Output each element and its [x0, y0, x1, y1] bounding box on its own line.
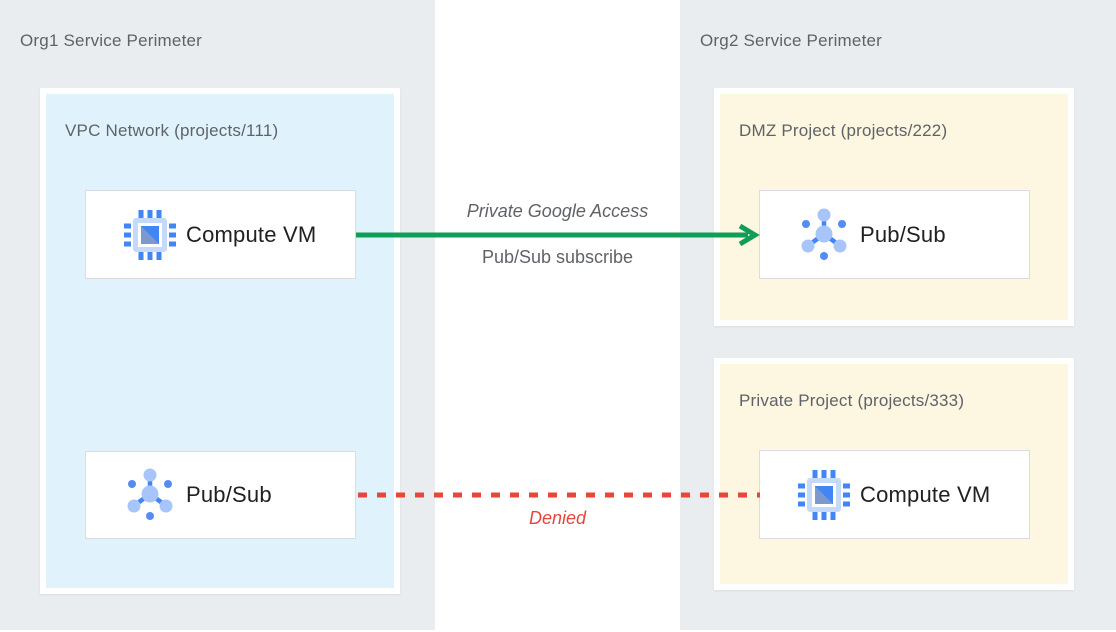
- pubsub-node-org1: Pub/Sub: [85, 451, 356, 539]
- pubsub-label: Pub/Sub: [186, 482, 272, 507]
- compute-vm-node-org2-private: Compute VM: [759, 450, 1030, 539]
- dmz-project-title: DMZ Project (projects/222): [739, 121, 948, 140]
- pubsub-icon: [801, 208, 847, 260]
- compute-vm-label: Compute VM: [186, 221, 317, 247]
- pubsub-subscribe-label: Pub/Sub subscribe: [481, 247, 634, 267]
- compute-vm-node-org1: Compute VM: [85, 190, 356, 279]
- compute-vm-icon: [798, 469, 850, 520]
- allowed-flow-arrow: [356, 223, 760, 247]
- pubsub-label: Pub/Sub: [860, 221, 946, 247]
- pubsub-node-org2-dmz: Pub/Sub: [759, 190, 1030, 279]
- org2-perimeter-title: Org2 Service Perimeter: [700, 31, 883, 50]
- private-google-access-label: Private Google Access: [466, 201, 649, 221]
- denied-flow-line: [358, 492, 760, 498]
- compute-vm-icon: [124, 209, 176, 260]
- org1-perimeter-title: Org1 Service Perimeter: [20, 31, 203, 50]
- vpc-network-title: VPC Network (projects/111): [65, 121, 279, 140]
- private-project-title: Private Project (projects/333): [739, 391, 965, 410]
- denied-label: Denied: [528, 508, 587, 528]
- compute-vm-label: Compute VM: [860, 481, 991, 507]
- pubsub-icon: [127, 468, 173, 520]
